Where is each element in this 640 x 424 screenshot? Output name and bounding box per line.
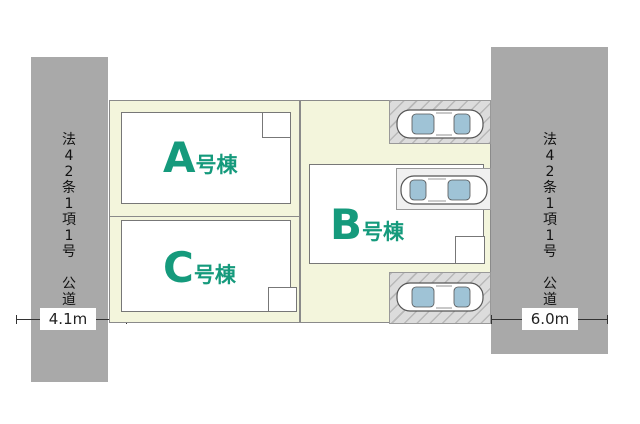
house-c-label: C号棟 [163, 243, 236, 292]
house-a-label: A号棟 [163, 133, 238, 182]
car-icon [400, 175, 488, 205]
car-icon [396, 282, 484, 312]
left-road-label-char: 道 [62, 292, 76, 308]
right-road-label-char: 2 [545, 164, 555, 180]
right-road-label-char: 1 [545, 196, 555, 212]
house-b-letter: B [330, 200, 363, 249]
house-a [121, 112, 291, 204]
right-road-label-char: 号 [543, 244, 557, 260]
right-road [491, 47, 608, 354]
right-road-label-char: 条 [543, 180, 557, 196]
right-road-label-char: 項 [543, 212, 557, 228]
right-road-label-char: 公 [543, 276, 557, 292]
left-road-label-char: 項 [62, 212, 76, 228]
left-road-label-char: 法 [62, 132, 76, 148]
right-dim-tick-start [491, 315, 492, 324]
house-b-suffix: 号棟 [362, 220, 405, 244]
left-road-label-char: 1 [64, 228, 74, 244]
right-road-width: 6.0m [522, 308, 578, 330]
lot-b-access-bottom [300, 284, 390, 323]
left-dim-tick-start [16, 315, 17, 324]
house-a-porch [262, 112, 291, 138]
house-b-porch [455, 236, 485, 264]
right-road-label-char: 道 [543, 292, 557, 308]
house-c [121, 220, 291, 312]
house-c-suffix: 号棟 [193, 263, 236, 287]
left-road-label-char: 2 [64, 164, 74, 180]
left-road-width: 4.1m [40, 308, 96, 330]
left-road-label-char [60, 260, 78, 276]
house-c-letter: C [163, 243, 194, 292]
house-c-porch [268, 287, 297, 312]
right-dim-tick-end [607, 315, 608, 324]
left-road-label-char: 1 [64, 196, 74, 212]
house-a-suffix: 号棟 [195, 153, 238, 177]
car-icon [396, 109, 484, 139]
house-b-label: B号棟 [330, 200, 404, 249]
left-road-label-char: 号 [62, 244, 76, 260]
left-road-label-char: 条 [62, 180, 76, 196]
right-road-label-char: 4 [545, 148, 555, 164]
right-road-label-char: 法 [543, 132, 557, 148]
left-road-label-char: 公 [62, 276, 76, 292]
house-a-letter: A [163, 133, 196, 182]
right-road-label-char: 1 [545, 228, 555, 244]
lot-b-access-top [300, 100, 390, 138]
left-road-label-char: 4 [64, 148, 74, 164]
right-road-label-char [541, 260, 559, 276]
